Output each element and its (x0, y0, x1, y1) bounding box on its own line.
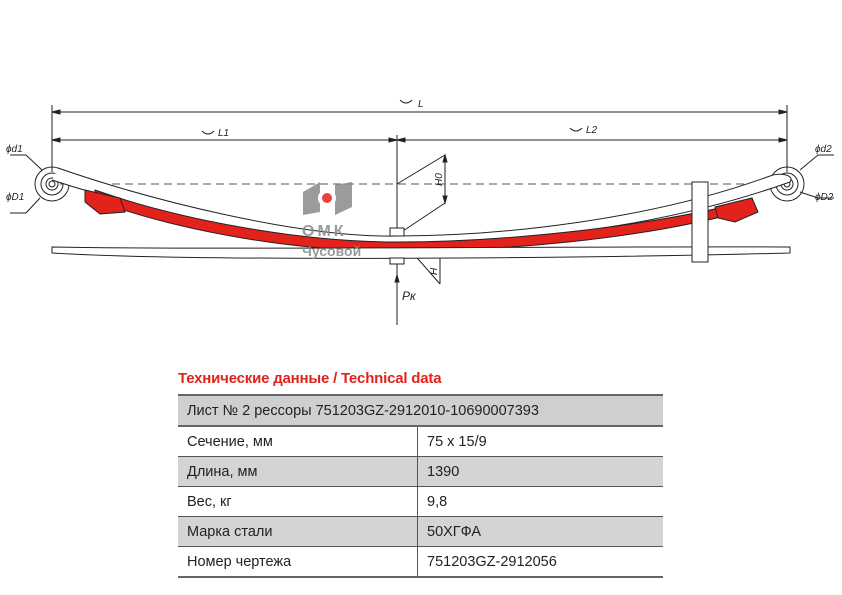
label-d2: ϕd2 (815, 144, 832, 155)
technical-data-table: Лист № 2 рессоры 751203GZ-2912010-106900… (178, 394, 663, 578)
main-leaf (51, 167, 792, 245)
bottom-leaf (51, 246, 791, 259)
section-title: Технические данные / Technical data (178, 370, 442, 387)
row-value: 751203GZ-2912056 (417, 546, 663, 578)
label-H: H (429, 267, 440, 275)
row-label: Номер чертежа (178, 546, 418, 578)
row-label: Длина, мм (178, 456, 418, 487)
omk-logo: ОМК Чусовой (302, 182, 361, 259)
dimension-L (51, 99, 788, 172)
center-clamp (691, 181, 709, 263)
row-label: Марка стали (178, 516, 418, 547)
center-bolt-top (389, 227, 405, 237)
label-d1: ϕd1 (6, 144, 23, 155)
label-Pk: Pк (402, 289, 417, 303)
row-value: 9,8 (417, 486, 663, 517)
label-L: L (418, 99, 424, 110)
leaf-spring-drawing: L L1 L2 ϕd1 ϕD1 ϕd2 ϕD2 H0 H Pк ОМК Чусо… (6, 99, 834, 325)
right-clip (714, 197, 759, 223)
label-H0: H0 (434, 173, 445, 186)
label-D1: ϕD1 (6, 192, 24, 203)
svg-text:Чусовой: Чусовой (302, 243, 361, 259)
row-label: Сечение, мм (178, 426, 418, 457)
row-value: 1390 (417, 456, 663, 487)
dimension-H0 (396, 153, 448, 236)
left-clip (84, 189, 126, 215)
table-header: Лист № 2 рессоры 751203GZ-2912010-106900… (178, 394, 663, 427)
row-label: Вес, кг (178, 486, 418, 517)
center-bolt-bottom (389, 257, 405, 265)
row-value: 75 x 15/9 (417, 426, 663, 457)
table-header-row: Лист № 2 рессоры 751203GZ-2912010-106900… (178, 394, 663, 427)
highlighted-leaf-2 (94, 189, 749, 252)
label-L1: L1 (218, 128, 229, 139)
svg-text:ОМК: ОМК (302, 223, 347, 240)
row-value: 50ХГФА (417, 516, 663, 547)
label-L2: L2 (586, 125, 598, 136)
label-D2: ϕD2 (815, 192, 834, 203)
force-arrow-pk (394, 273, 400, 300)
